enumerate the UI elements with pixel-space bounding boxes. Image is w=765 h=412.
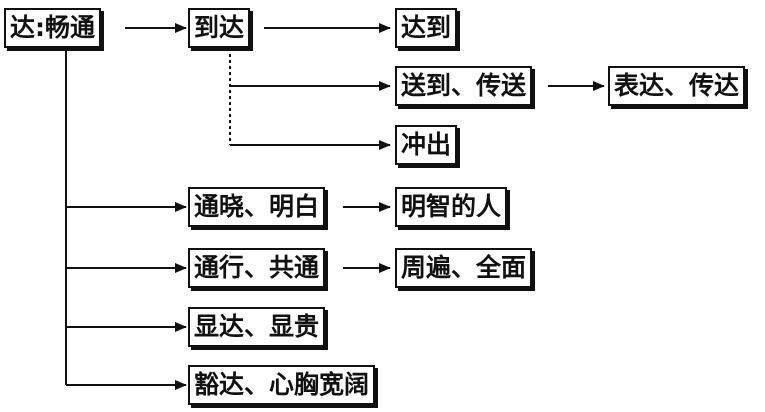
node-huoda-xinxiong-kuankuo: 豁达、心胸宽阔 xyxy=(188,365,376,405)
node-xianda-xiangui: 显达、显贵 xyxy=(188,307,326,347)
node-chongchu: 冲出 xyxy=(395,125,458,165)
node-daoda: 到达 xyxy=(188,8,251,48)
node-tongxiao-mingbai: 通晓、明白 xyxy=(188,187,326,227)
node-mingzhi-de-ren: 明智的人 xyxy=(395,187,508,227)
node-root: 达:畅通 xyxy=(4,8,101,48)
node-dadao: 达到 xyxy=(395,8,458,48)
node-zhoubian-quanmian: 周遍、全面 xyxy=(395,248,533,288)
node-tongxing-gongtong: 通行、共通 xyxy=(188,248,326,288)
node-songdao-chuansong: 送到、传送 xyxy=(395,66,533,106)
node-biaoda-chuanda: 表达、传达 xyxy=(608,66,746,106)
